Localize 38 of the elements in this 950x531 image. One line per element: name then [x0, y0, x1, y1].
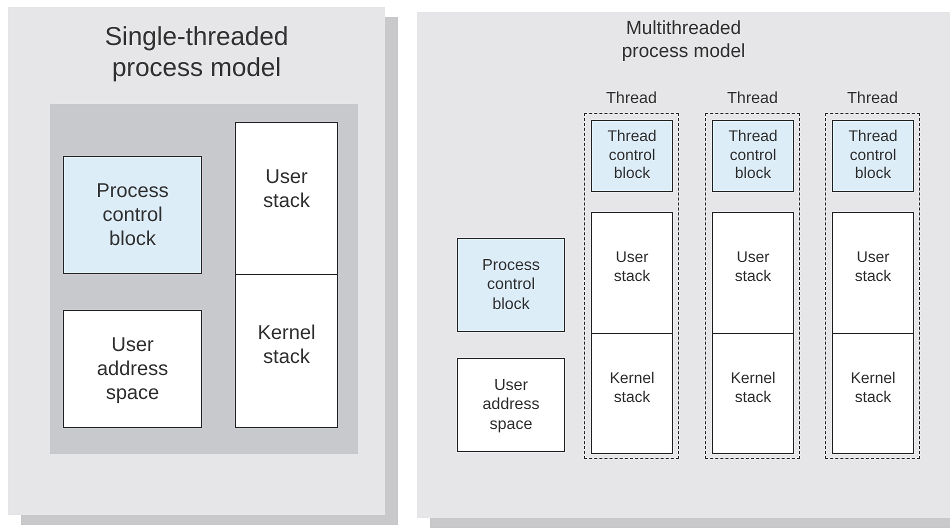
panel-background [8, 7, 385, 515]
block-label: Thread control block [847, 128, 899, 184]
block-label: Kernel stack [608, 370, 656, 408]
memory-block [591, 120, 673, 192]
panel-title: Multithreaded process model [620, 18, 746, 64]
block-label: Kernel stack [730, 370, 776, 408]
memory-block [235, 274, 338, 428]
memory-block [591, 212, 673, 334]
memory-block [235, 122, 338, 275]
memory-block [832, 212, 914, 334]
process-area [50, 104, 358, 454]
memory-block [832, 120, 914, 192]
memory-block [832, 333, 914, 454]
memory-block [712, 120, 794, 192]
block-label: Thread control block [606, 128, 658, 184]
block-label: User stack [734, 249, 772, 286]
block-label: User stack [262, 165, 311, 213]
memory-block [457, 238, 565, 332]
thread-label: Thread [726, 90, 779, 108]
block-label: User address space [96, 333, 170, 405]
memory-block [63, 310, 202, 428]
memory-block [591, 333, 673, 454]
block-label: Kernel stack [850, 370, 896, 408]
panel-background [417, 12, 950, 518]
memory-block [63, 156, 202, 274]
block-label: Thread control block [727, 128, 779, 184]
block-label: Process control block [95, 179, 170, 251]
memory-block [457, 358, 565, 452]
memory-block [712, 333, 794, 454]
memory-block [712, 212, 794, 334]
block-label: User stack [612, 249, 652, 286]
block-label: Process control block [481, 256, 541, 314]
block-label: User stack [854, 249, 892, 286]
block-label: Kernel stack [258, 321, 316, 369]
panel-title: Single-threaded process model [104, 21, 290, 84]
block-label: User address space [482, 376, 540, 434]
thread-label: Thread [846, 90, 899, 108]
thread-label: Thread [605, 90, 658, 108]
